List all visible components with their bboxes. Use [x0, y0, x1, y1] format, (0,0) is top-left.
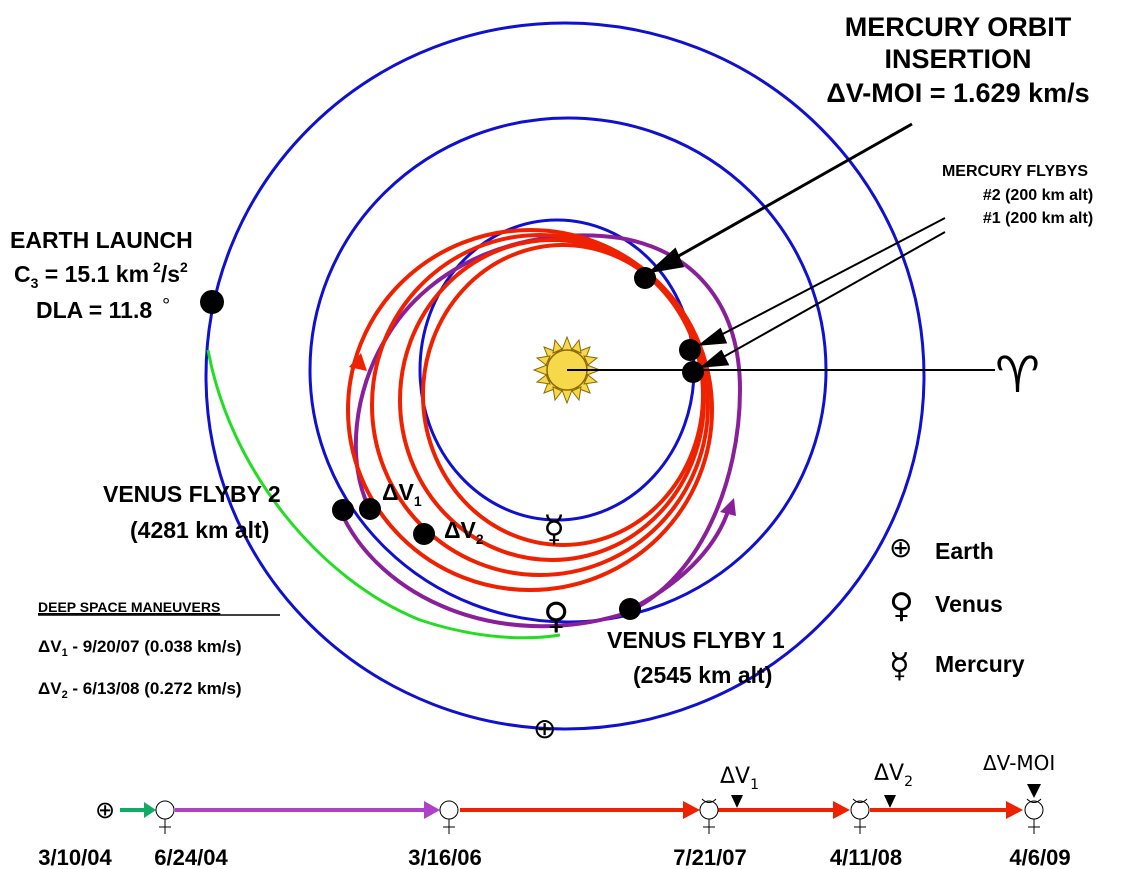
- venus-flyby-2-label: VENUS FLYBY 2 (4281 km alt): [103, 481, 281, 543]
- timeline: ⊕: [38, 751, 1070, 869]
- venus-symbol-plot: ♀: [543, 596, 569, 637]
- dla-line: DLA = 11.8°: [36, 295, 170, 323]
- venus-mercury-transfer-arcs: [346, 228, 714, 592]
- mercury-flyby-1-marker: [682, 361, 704, 383]
- mf1-pointer-line: [717, 231, 946, 361]
- legend-earth-label: Earth: [935, 538, 994, 564]
- timeline-dv1-label: ΔV1: [720, 764, 759, 793]
- legend: ⊕ Earth ♀ Venus ☿ Mercury: [889, 531, 1025, 686]
- timeline-date: 4/6/09: [1009, 845, 1070, 869]
- timeline-earth-icon: ⊕: [95, 796, 115, 824]
- aries-symbol: ♈: [995, 346, 1040, 404]
- sun-icon: [532, 335, 602, 405]
- earth-symbol-plot: ⊕: [533, 712, 556, 745]
- mf2-pointer-head: [697, 327, 728, 346]
- timeline-mercury-1: [699, 798, 719, 834]
- dv2-label: ΔV2: [444, 517, 484, 547]
- mf1-pointer-head: [699, 349, 730, 368]
- timeline-date: 4/11/08: [830, 845, 902, 869]
- dsm-title: DEEP SPACE MANEUVERS: [38, 599, 220, 615]
- timeline-date: 6/24/04: [154, 845, 228, 869]
- legend-mercury-icon: ☿: [889, 646, 910, 686]
- earth-launch-title: EARTH LAUNCH: [10, 227, 193, 253]
- timeline-venus-1: [155, 800, 175, 834]
- purple-arrow-head: [720, 498, 736, 516]
- pointer-arrows: [647, 122, 946, 368]
- mercury-flyby-2-marker: [679, 339, 701, 361]
- moi-line1: MERCURY ORBIT: [845, 12, 1072, 42]
- moi-pointer-head: [647, 247, 685, 274]
- legend-earth-icon: ⊕: [889, 531, 912, 564]
- dv1-label: ΔV1: [382, 479, 422, 509]
- vf1-line2: (2545 km alt): [633, 662, 772, 688]
- mf-title: MERCURY FLYBYS: [942, 163, 1088, 180]
- mercury-symbol-plot: ☿: [543, 509, 565, 550]
- timeline-dv2-label: ΔV2: [874, 761, 913, 790]
- dsm-2: ΔV2 - 6/13/08 (0.272 km/s): [38, 679, 242, 701]
- moi-line3: ΔV-MOI = 1.629 km/s: [826, 78, 1089, 108]
- vf2-line1: VENUS FLYBY 2: [103, 481, 281, 507]
- timeline-mercury-2: [850, 798, 870, 834]
- plot-planet-symbols: ☿ ♀ ⊕: [533, 509, 569, 745]
- venus-flyby-1-marker: [619, 598, 641, 620]
- timeline-mercury-3: [1024, 798, 1044, 834]
- earth-venus-transfer-arc: [206, 349, 561, 640]
- timeline-moi-label: ΔV-MOI: [983, 751, 1055, 775]
- red-arc-1: [346, 228, 714, 592]
- vf1-line1: VENUS FLYBY 1: [607, 627, 785, 653]
- earth-orbit: [204, 21, 926, 731]
- red-arrow-head: [349, 353, 367, 371]
- earth-launch-marker: [200, 290, 224, 314]
- timeline-moi-marker: [1027, 784, 1041, 798]
- venus-venus-transfer: [338, 233, 743, 629]
- deep-space-maneuvers: DEEP SPACE MANEUVERS ΔV1 - 9/20/07 (0.03…: [38, 599, 280, 701]
- timeline-dv2-marker: [884, 795, 896, 808]
- timeline-dv1-marker: [731, 795, 743, 808]
- venus-flyby-2-marker: [332, 499, 354, 521]
- dsm-1: ΔV1 - 9/20/07 (0.038 km/s): [38, 637, 242, 659]
- mercury-flybys-label: MERCURY FLYBYS #2 (200 km alt) #1 (200 k…: [942, 163, 1093, 227]
- mf-1: #1 (200 km alt): [983, 210, 1093, 227]
- moi-line2: INSERTION: [884, 44, 1031, 74]
- event-markers: [200, 267, 704, 620]
- venus-flyby-1-label: VENUS FLYBY 1 (2545 km alt): [607, 627, 785, 688]
- moi-pointer-line: [667, 122, 913, 264]
- timeline-venus-2: [439, 800, 459, 834]
- dv1-marker: [359, 498, 381, 520]
- timeline-date: 3/10/04: [38, 845, 112, 869]
- red-arc-4: [421, 243, 705, 547]
- purple-arc-inner: [624, 504, 732, 614]
- red-arc-2: [370, 233, 710, 577]
- legend-mercury-label: Mercury: [935, 651, 1025, 677]
- moi-label: MERCURY ORBIT INSERTION ΔV-MOI = 1.629 k…: [826, 12, 1089, 108]
- vf2-line2: (4281 km alt): [130, 517, 269, 543]
- mf-2: #2 (200 km alt): [983, 187, 1093, 204]
- legend-venus-icon: ♀: [889, 586, 914, 626]
- timeline-date: 7/21/07: [673, 845, 746, 869]
- purple-arc-outer: [338, 233, 743, 629]
- timeline-date: 3/16/06: [408, 845, 481, 869]
- dv2-marker: [413, 523, 435, 545]
- mf2-pointer-line: [714, 217, 946, 339]
- legend-venus-label: Venus: [935, 591, 1003, 617]
